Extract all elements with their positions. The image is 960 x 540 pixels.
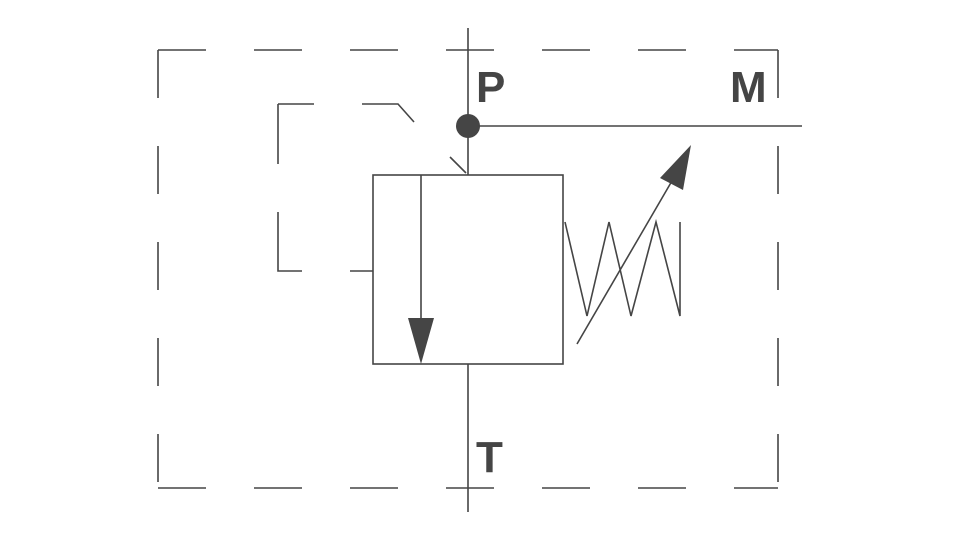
pilot-control-line [277, 103, 467, 272]
adjustable-arrow-icon [576, 145, 691, 345]
port-m-label: M [730, 63, 767, 112]
valve-body [372, 174, 564, 365]
arrow-down-icon [408, 175, 434, 364]
port-p-label: P [476, 63, 505, 112]
junction-dot-icon [456, 114, 480, 138]
spring-icon [564, 218, 681, 317]
port-t-label: T [476, 433, 503, 482]
